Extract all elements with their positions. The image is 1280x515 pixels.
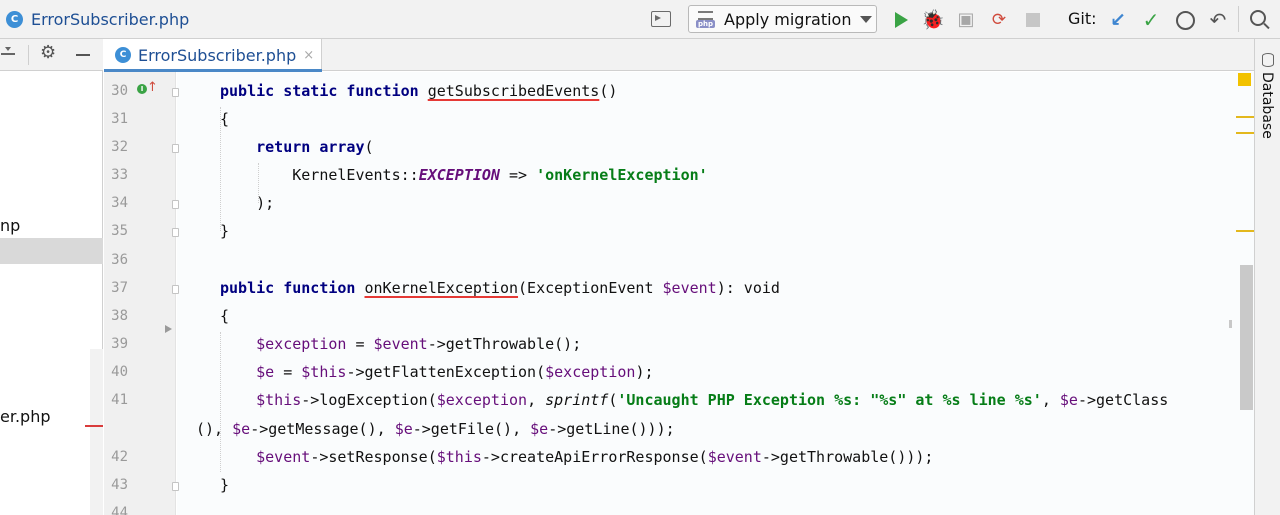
- chevron-down-icon: [860, 15, 873, 23]
- bug-icon[interactable]: 🐞: [921, 8, 945, 31]
- line-number: 43: [111, 477, 128, 493]
- fold-icon[interactable]: [172, 144, 179, 153]
- code-line: $event->setResponse($this->createApiErro…: [256, 448, 934, 466]
- toolbar-divider: [28, 45, 29, 65]
- breadcrumb-file-name[interactable]: ErrorSubscriber.php: [31, 9, 190, 29]
- collapse-all-icon[interactable]: [1, 47, 15, 61]
- navigation-breadcrumb[interactable]: C ErrorSubscriber.php: [6, 9, 189, 29]
- play-icon[interactable]: [890, 9, 912, 31]
- run-config-icon[interactable]: [651, 11, 671, 27]
- php-class-icon: C: [115, 47, 131, 63]
- code-line: }: [220, 476, 230, 494]
- project-panel-toolbar: ⚙: [0, 39, 103, 71]
- line-number: 31: [111, 111, 128, 127]
- line-number: 41: [111, 392, 128, 408]
- code-line: $this->logException($exception, sprintf(…: [256, 391, 1169, 409]
- line-number: 37: [111, 280, 128, 296]
- indent-guide: [258, 163, 259, 203]
- line-number: 36: [111, 252, 128, 268]
- fold-icon[interactable]: [172, 200, 179, 209]
- line-number: 33: [111, 167, 128, 183]
- database-icon[interactable]: [1262, 53, 1274, 67]
- line-number: 34: [111, 195, 128, 211]
- code-line: }: [220, 222, 230, 240]
- php-badge-label: php: [696, 20, 716, 28]
- indent-guide: [220, 332, 221, 472]
- gear-icon[interactable]: ⚙: [40, 42, 57, 63]
- project-tree-item-selected[interactable]: [0, 238, 103, 264]
- editor-gutter: 30 I ↑ 31 32 33 34 35 36 37 38 39 40 41 …: [104, 72, 176, 515]
- scroll-position-marker: [1229, 320, 1232, 328]
- code-line: KernelEvents::EXCEPTION => 'onKernelExce…: [220, 166, 708, 184]
- git-label: Git:: [1068, 9, 1097, 28]
- code-line: return array(: [256, 138, 374, 156]
- git-history-icon[interactable]: [1174, 9, 1196, 31]
- line-number: 38: [111, 308, 128, 324]
- code-line-wrapped: (), $e->getMessage(), $e->getFile(), $e-…: [196, 420, 675, 438]
- line-number: 30: [111, 83, 128, 99]
- code-line: $e = $this->getFlattenException($excepti…: [256, 363, 654, 381]
- error-marker: [85, 425, 103, 427]
- warning-status-icon[interactable]: [1238, 73, 1251, 86]
- main-toolbar: C ErrorSubscriber.php php Apply migratio…: [0, 0, 1280, 39]
- coverage-icon[interactable]: ▣: [957, 9, 975, 30]
- code-editor[interactable]: 30 I ↑ 31 32 33 34 35 36 37 38 39 40 41 …: [104, 72, 1240, 515]
- project-tree-item[interactable]: np: [0, 216, 21, 235]
- warning-marker[interactable]: [1236, 132, 1254, 134]
- implements-method-icon[interactable]: I: [137, 84, 147, 94]
- git-rollback-icon[interactable]: ↶: [1209, 8, 1227, 32]
- run-configuration-label: Apply migration: [724, 9, 852, 29]
- run-configuration-dropdown[interactable]: php Apply migration: [688, 5, 877, 33]
- line-number: 40: [111, 364, 128, 380]
- stop-icon[interactable]: [1022, 9, 1044, 31]
- profile-icon[interactable]: ⟳: [991, 9, 1007, 30]
- php-script-icon: php: [696, 9, 716, 29]
- warning-marker[interactable]: [1236, 116, 1254, 118]
- fold-icon[interactable]: [172, 228, 179, 237]
- right-tool-strip: Database: [1254, 39, 1280, 515]
- editor-tab-bar: C ErrorSubscriber.php ×: [104, 39, 1254, 72]
- code-line: {: [220, 307, 230, 325]
- fold-icon[interactable]: [172, 482, 179, 491]
- fold-marker-icon[interactable]: [165, 325, 172, 333]
- line-number: 42: [111, 449, 128, 465]
- project-panel-scrollbar[interactable]: [90, 349, 103, 515]
- line-number: 35: [111, 223, 128, 239]
- code-line: {: [220, 110, 230, 128]
- arrow-up-icon[interactable]: ↑: [147, 80, 158, 95]
- line-number: 39: [111, 336, 128, 352]
- code-line: $exception = $event->getThrowable();: [256, 335, 582, 353]
- scrollbar-thumb[interactable]: [1240, 265, 1253, 410]
- code-line: public function onKernelException(Except…: [220, 279, 780, 297]
- code-area[interactable]: [177, 72, 1240, 515]
- minimize-icon[interactable]: [76, 54, 90, 56]
- editor-tab[interactable]: C ErrorSubscriber.php ×: [104, 39, 322, 72]
- search-icon[interactable]: [1249, 9, 1271, 31]
- fold-icon[interactable]: [172, 88, 179, 97]
- line-number: 44: [111, 505, 128, 515]
- line-number: 32: [111, 139, 128, 155]
- php-class-icon: C: [6, 10, 23, 28]
- git-commit-icon[interactable]: ✓: [1142, 8, 1160, 32]
- code-line: );: [220, 194, 275, 212]
- code-line: public static function getSubscribedEven…: [220, 82, 618, 100]
- indent-guide: [220, 107, 221, 231]
- editor-tab-label: ErrorSubscriber.php: [138, 45, 297, 65]
- database-tool-button[interactable]: Database: [1259, 72, 1275, 139]
- project-tree-item[interactable]: er.php: [0, 407, 51, 426]
- fold-icon[interactable]: [172, 285, 179, 294]
- git-update-icon[interactable]: ↙: [1110, 8, 1126, 31]
- close-icon[interactable]: ×: [303, 47, 315, 63]
- warning-marker[interactable]: [1236, 230, 1254, 232]
- project-panel: ⚙ np er.php: [0, 39, 103, 515]
- toolbar-divider: [1238, 6, 1239, 32]
